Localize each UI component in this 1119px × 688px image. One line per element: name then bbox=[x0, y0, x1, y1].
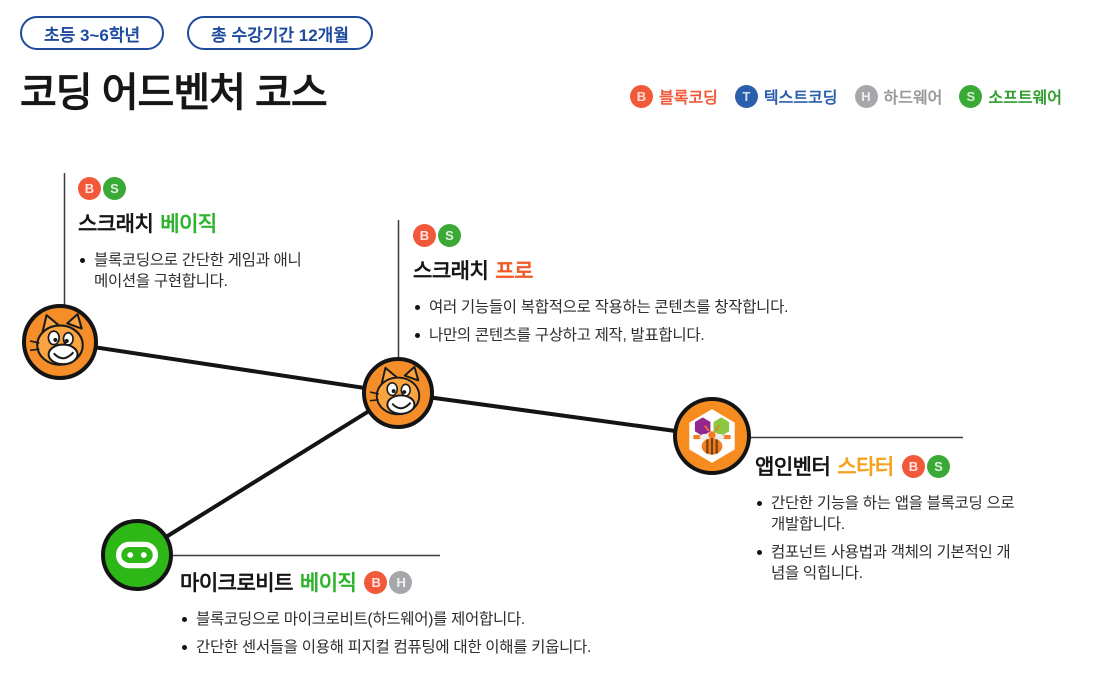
duration-badge: 총 수강기간 12개월 bbox=[187, 16, 373, 50]
legend-label: 소프트웨어 bbox=[988, 90, 1062, 107]
course-title-main: 스크래치 bbox=[78, 213, 154, 236]
legend: B 블록코딩 T 텍스트코딩 H 하드웨어 S 소프트웨어 bbox=[630, 84, 1062, 108]
course-tags: B S bbox=[901, 454, 950, 478]
grade-badge: 초등 3~6학년 bbox=[20, 16, 165, 50]
bullet-item: 나만의 콘텐츠를 구상하고 제작, 발표합니다. bbox=[413, 325, 788, 346]
course-title: 스크래치 프로 bbox=[413, 255, 788, 285]
course-scratch-pro: B S 스크래치 프로 여러 기능들이 복합적으로 작용하는 콘텐츠를 창작합니… bbox=[413, 224, 788, 353]
course-tags: B S bbox=[413, 224, 788, 247]
course-bullets: 여러 기능들이 복합적으로 작용하는 콘텐츠를 창작합니다. 나만의 콘텐츠를 … bbox=[413, 297, 788, 346]
page-title: 코딩 어드벤처 코스 bbox=[20, 71, 328, 115]
bullet-item: 여러 기능들이 복합적으로 작용하는 콘텐츠를 창작합니다. bbox=[413, 297, 788, 318]
microbit-node bbox=[101, 519, 173, 591]
course-title: 스크래치 베이직 bbox=[78, 208, 310, 238]
course-bullets: 간단한 기능을 하는 앱을 블록코딩 으로 개발합니다. 컴포넌트 사용법과 객… bbox=[755, 493, 1017, 584]
hardware-tag-icon: H bbox=[389, 570, 413, 594]
block-coding-tag-icon: B bbox=[901, 454, 925, 478]
software-tag-icon: S bbox=[926, 454, 950, 478]
course-title: 마이크로비트 베이직 B H bbox=[180, 567, 591, 597]
block-coding-tag-icon: B bbox=[413, 224, 436, 247]
microbit-icon bbox=[115, 541, 159, 569]
legend-label: 하드웨어 bbox=[883, 90, 943, 107]
course-scratch-basic: B S 스크래치 베이직 블록코딩으로 간단한 게임과 애니메이션을 구현합니다… bbox=[78, 177, 310, 299]
course-appinventor-starter: 앱인벤터 스타터 B S 간단한 기능을 하는 앱을 블록코딩 으로 개발합니다… bbox=[755, 451, 1017, 591]
bullet-item: 컴포넌트 사용법과 객체의 기본적인 개념을 익힙니다. bbox=[755, 542, 1017, 584]
app-inventor-node bbox=[673, 397, 751, 475]
scratch-basic-node bbox=[22, 304, 98, 380]
bullet-item: 블록코딩으로 마이크로비트(하드웨어)를 제어합니다. bbox=[180, 609, 591, 630]
header-badges: 초등 3~6학년 총 수강기간 12개월 bbox=[20, 16, 373, 50]
software-tag-icon: S bbox=[438, 224, 461, 247]
legend-label: 블록코딩 bbox=[659, 90, 718, 107]
scratch-pro-node bbox=[362, 357, 434, 429]
course-tags: B S bbox=[78, 177, 310, 200]
legend-item-blockcoding: B 블록코딩 bbox=[630, 84, 718, 108]
course-title-accent: 베이직 bbox=[299, 572, 357, 595]
course-title-main: 스크래치 bbox=[413, 260, 489, 283]
block-coding-icon: B bbox=[630, 84, 653, 108]
course-bullets: 블록코딩으로 간단한 게임과 애니메이션을 구현합니다. bbox=[78, 250, 310, 292]
course-title-accent: 프로 bbox=[495, 260, 533, 283]
bullet-item: 블록코딩으로 간단한 게임과 애니메이션을 구현합니다. bbox=[78, 250, 310, 292]
text-coding-icon: T bbox=[734, 84, 758, 108]
course-title-main: 앱인벤터 bbox=[755, 456, 831, 479]
block-coding-tag-icon: B bbox=[78, 177, 101, 200]
legend-item-hardware: H 하드웨어 bbox=[854, 84, 943, 108]
course-title: 앱인벤터 스타터 B S bbox=[755, 451, 1017, 481]
legend-item-software: S 소프트웨어 bbox=[959, 84, 1062, 108]
scratch-cat-icon bbox=[369, 365, 421, 416]
course-title-accent: 베이직 bbox=[160, 213, 217, 236]
bullet-item: 간단한 기능을 하는 앱을 블록코딩 으로 개발합니다. bbox=[755, 493, 1017, 535]
course-bullets: 블록코딩으로 마이크로비트(하드웨어)를 제어합니다. 간단한 센서들을 이용해… bbox=[180, 609, 591, 658]
legend-label: 텍스트코딩 bbox=[763, 90, 838, 107]
software-tag-icon: S bbox=[103, 177, 126, 200]
legend-item-textcoding: T 텍스트코딩 bbox=[734, 84, 838, 108]
course-tags: B H bbox=[364, 570, 413, 594]
course-title-main: 마이크로비트 bbox=[180, 572, 293, 595]
scratch-cat-icon bbox=[29, 313, 84, 366]
course-title-accent: 스타터 bbox=[837, 456, 894, 479]
course-microbit-basic: 마이크로비트 베이직 B H 블록코딩으로 마이크로비트(하드웨어)를 제어합니… bbox=[180, 567, 591, 665]
bullet-item: 간단한 센서들을 이용해 피지컬 컴퓨팅에 대한 이해를 키웁니다. bbox=[180, 637, 591, 658]
app-inventor-icon bbox=[689, 409, 735, 463]
block-coding-tag-icon: B bbox=[364, 570, 388, 594]
hardware-icon: H bbox=[854, 84, 878, 108]
software-icon: S bbox=[959, 84, 983, 108]
